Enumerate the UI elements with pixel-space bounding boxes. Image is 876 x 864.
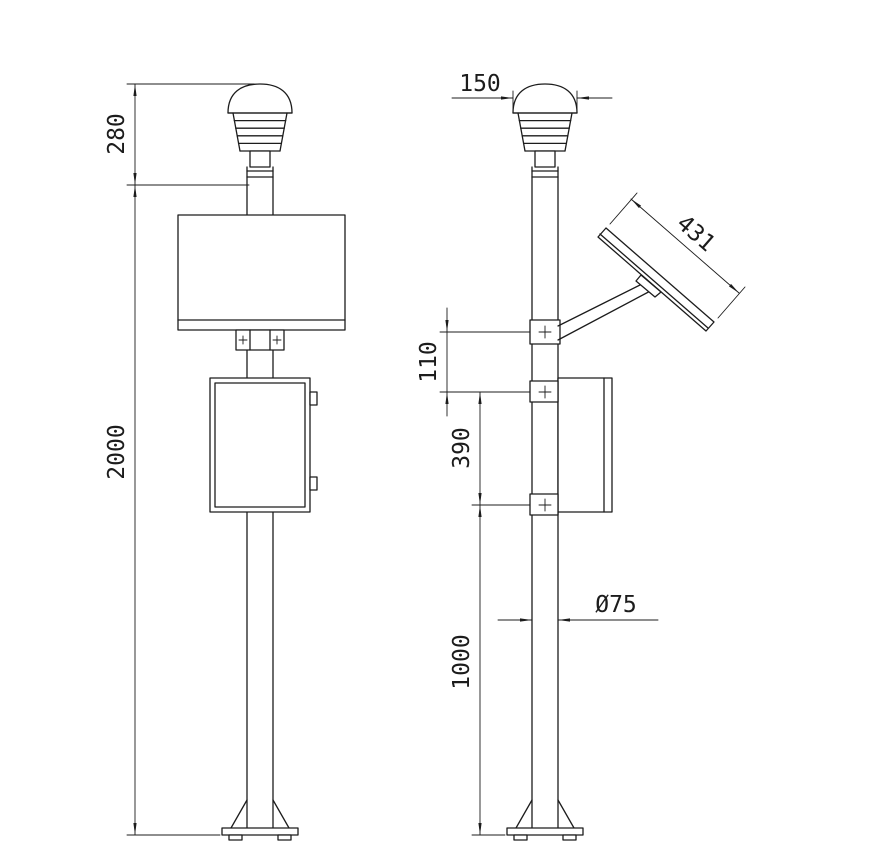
side-dimensions: 150 431 110 390 1000 [416, 71, 746, 836]
base-foot [513, 834, 528, 841]
front-dimensions: 280 2000 [104, 83, 255, 836]
dim-lower-pole-length: 1000 [449, 504, 506, 836]
base-foot [277, 834, 292, 841]
dim-sensor-height: 280 [104, 83, 255, 186]
dim-label-cap-width: 150 [459, 71, 501, 97]
bolt-cross [538, 498, 552, 512]
bolt-cross [538, 385, 552, 399]
side-view [506, 83, 715, 841]
support-arm [557, 287, 657, 341]
sensor-neck [534, 150, 556, 168]
dim-bracket-gap: 110 [416, 307, 531, 417]
front-control-box [209, 377, 318, 513]
dim-pole-height: 2000 [104, 184, 221, 836]
front-base [221, 799, 299, 841]
dim-label-pole-diameter: Ø75 [595, 592, 637, 618]
dim-label-box-height: 390 [449, 427, 475, 469]
base-plate [221, 827, 299, 836]
dim-pole-diameter: Ø75 [497, 592, 659, 622]
side-control-box [529, 377, 613, 516]
dim-label-lower-pole: 1000 [449, 634, 475, 689]
hinge [309, 476, 318, 491]
front-solar-panel [177, 214, 346, 331]
dim-label-bracket-gap: 110 [416, 341, 442, 383]
side-base [506, 799, 584, 841]
sensor-dome [227, 83, 293, 114]
bolt-cross [272, 335, 282, 345]
box-clamp [529, 380, 559, 403]
bolt-cross [538, 325, 552, 339]
bolt-cross [238, 335, 248, 345]
dim-label-pole-height: 2000 [104, 424, 130, 479]
support-arm [557, 280, 649, 327]
side-radiation-shield-sensor [512, 83, 578, 168]
dim-label-sensor-height: 280 [104, 113, 130, 155]
box-clamp [529, 493, 559, 516]
front-view [177, 83, 346, 841]
base-plate [506, 827, 584, 836]
dim-control-box-height: 390 [449, 391, 531, 506]
dim-label-panel-length: 431 [671, 210, 719, 257]
base-foot [562, 834, 577, 841]
front-radiation-shield-sensor [227, 83, 293, 168]
sensor-dome [512, 83, 578, 114]
dim-cap-width: 150 [451, 71, 613, 111]
hinge [309, 391, 318, 406]
base-foot [228, 834, 243, 841]
front-mount-bracket [235, 329, 285, 351]
sensor-neck [249, 150, 271, 168]
